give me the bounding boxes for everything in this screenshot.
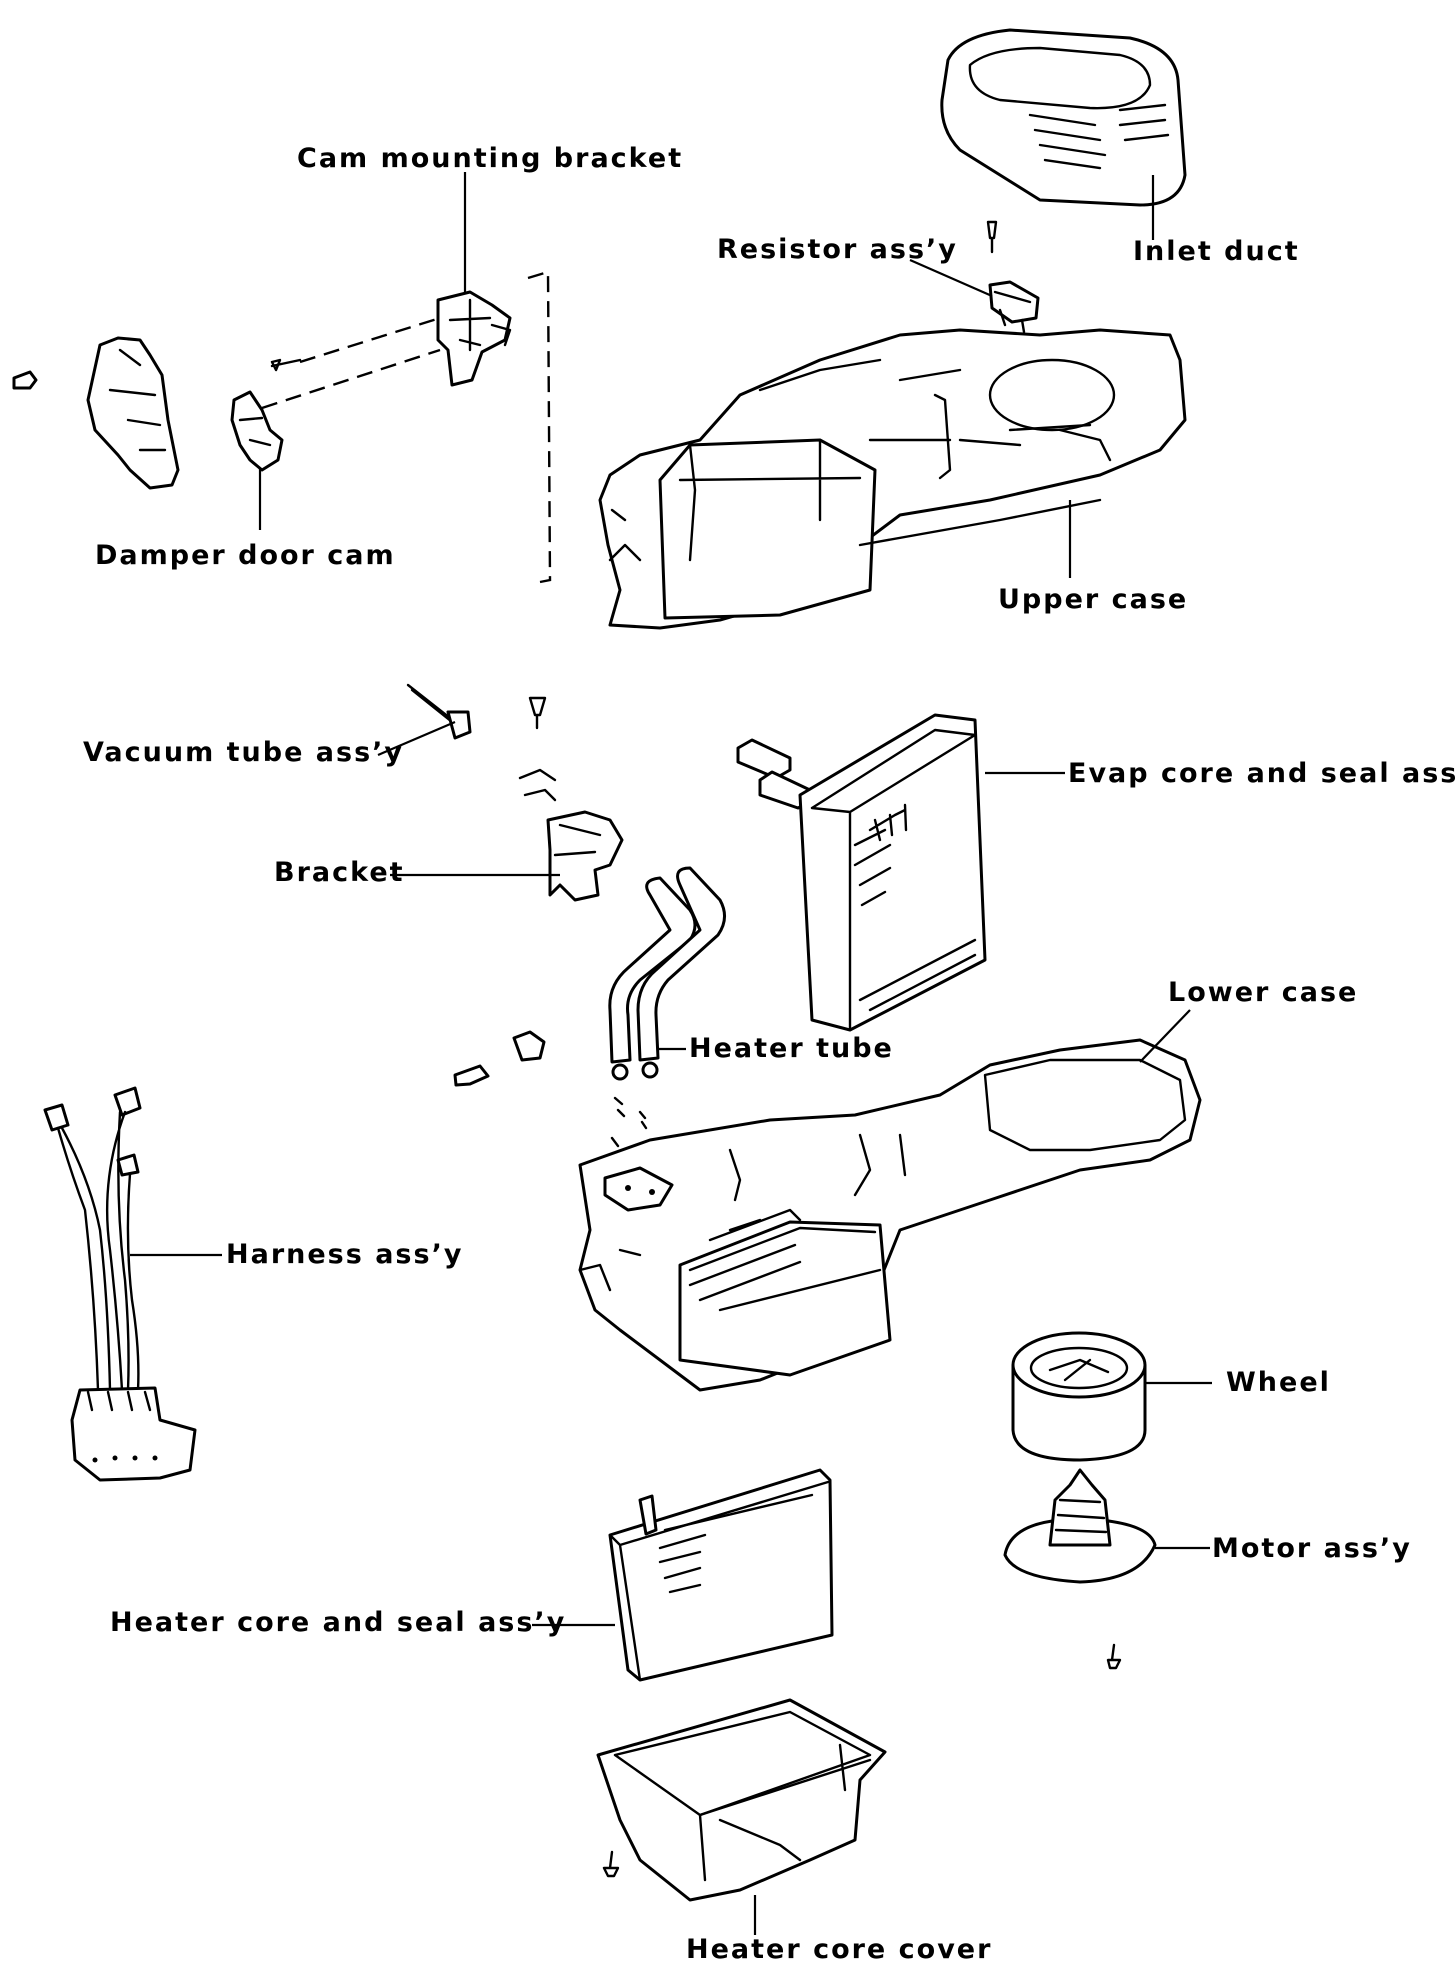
- screw-icon: [602, 1850, 620, 1878]
- harness-part: [43, 1086, 197, 1482]
- label-heater-core-and-seal-assy: Heater core and seal ass’y: [110, 1607, 567, 1638]
- screw-icon: [1106, 1643, 1122, 1670]
- label-heater-tube: Heater tube: [689, 1033, 894, 1064]
- leader-lines: [130, 172, 1212, 1935]
- label-resistor-assy: Resistor ass’y: [717, 234, 958, 265]
- heater-tube-part: [608, 866, 726, 1081]
- vacuum-tube-part: [406, 683, 472, 740]
- label-damper-door-cam: Damper door cam: [95, 540, 396, 571]
- resistor-part: [988, 280, 1040, 334]
- evap-core-part: [736, 713, 987, 1032]
- heater-core-part: [608, 1468, 834, 1682]
- upper-case-part: [598, 328, 1187, 630]
- inlet-duct-part: [940, 28, 1187, 207]
- bracket-part: [518, 768, 624, 902]
- cam-mounting-bracket-part: [436, 290, 512, 387]
- label-lower-case: Lower case: [1168, 977, 1359, 1008]
- label-cam-mounting-bracket: Cam mounting bracket: [297, 143, 684, 174]
- damper-door-cam-part: [230, 390, 284, 472]
- label-heater-core-cover: Heater core cover: [686, 1934, 993, 1965]
- label-harness-assy: Harness ass’y: [226, 1239, 464, 1270]
- clip-icon: [453, 1064, 490, 1087]
- lower-case-part: [578, 1038, 1202, 1392]
- screw-icon: [986, 220, 998, 254]
- clip-icon: [12, 370, 38, 390]
- motor-part: [1003, 1468, 1157, 1584]
- label-inlet-duct: Inlet duct: [1133, 236, 1300, 267]
- label-upper-case: Upper case: [998, 584, 1189, 615]
- heater-core-cover-part: [596, 1698, 887, 1902]
- label-evap-core-and-seal-assy: Evap core and seal ass’y: [1068, 758, 1456, 789]
- screw-icon: [528, 696, 547, 730]
- label-vacuum-tube-assy: Vacuum tube ass’y: [83, 737, 405, 768]
- small-clips: [610, 1096, 648, 1164]
- label-wheel: Wheel: [1226, 1367, 1331, 1398]
- label-motor-assy: Motor ass’y: [1212, 1533, 1412, 1564]
- clip-icon: [512, 1030, 546, 1062]
- left-bracket-part: [86, 336, 180, 490]
- label-bracket: Bracket: [274, 857, 405, 888]
- screw-icon: [270, 358, 302, 372]
- wheel-part: [1011, 1331, 1147, 1462]
